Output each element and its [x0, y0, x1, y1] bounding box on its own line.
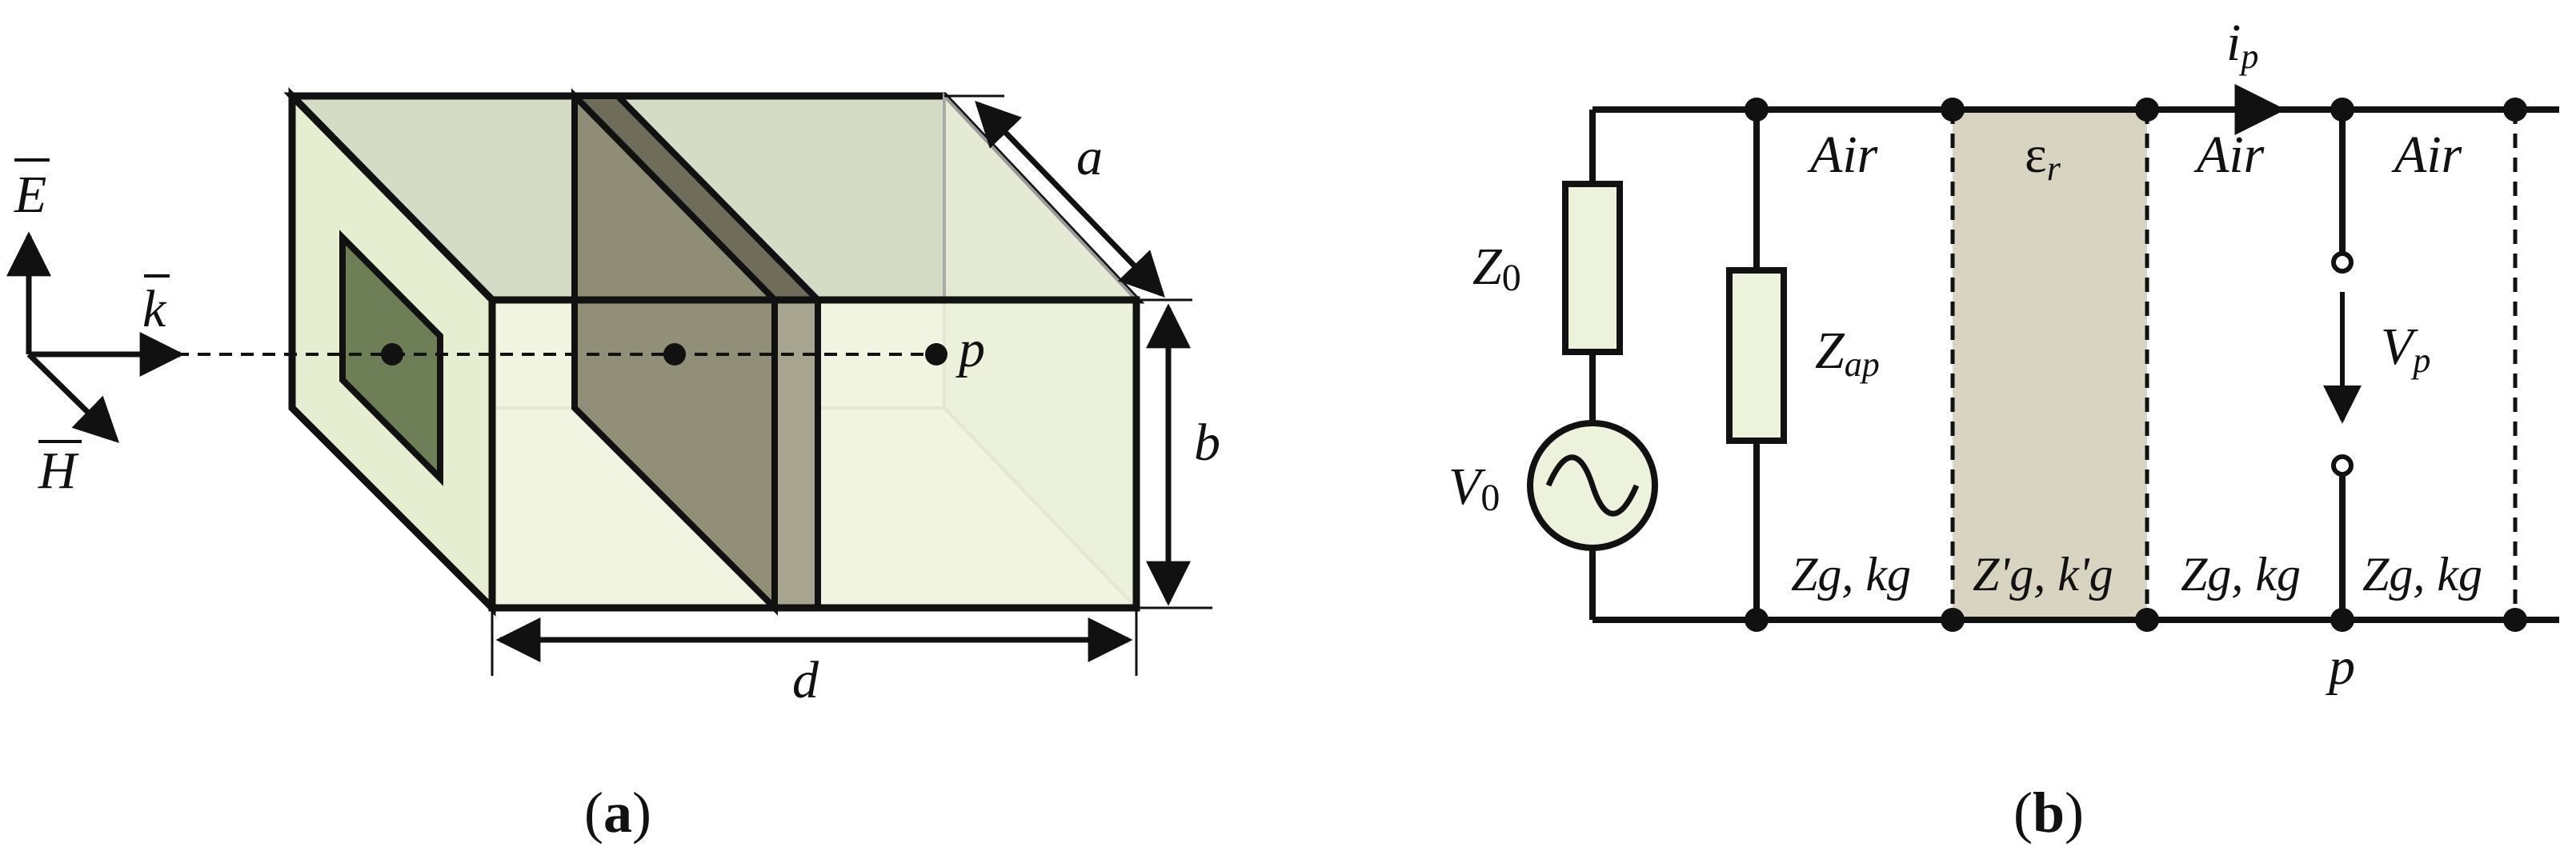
label-zk-4: Zg, kg [2362, 548, 2482, 601]
junction-dot [1941, 608, 1965, 632]
panel-a: p E k H a b d (a) [6, 86, 1220, 845]
sine-icon [1545, 454, 1640, 517]
label-zk-3: Zg, kg [2181, 548, 2301, 601]
label-d: d [792, 651, 819, 709]
label-air-1: Air [1807, 126, 1878, 184]
junction-dot [2503, 98, 2527, 122]
label-a: a [1076, 128, 1103, 186]
caption-b: (b) [2013, 781, 2084, 845]
junction-dot [2503, 608, 2527, 632]
z0-resistor [1562, 181, 1623, 355]
junction-dot [1745, 608, 1769, 632]
label-b: b [1194, 414, 1220, 472]
label-vp: Vp [2381, 318, 2430, 380]
label-E: E [14, 166, 46, 224]
label-epsilon: εr [2025, 126, 2061, 188]
label-air-2: Air [2193, 126, 2265, 184]
junction-dot [2330, 608, 2354, 632]
caption-a: (a) [584, 781, 651, 845]
junction-dot [1941, 98, 1965, 122]
point-p [925, 343, 947, 366]
junction-dot [1745, 98, 1769, 122]
label-air-3: Air [2391, 126, 2462, 184]
dielectric-section [1953, 110, 2147, 620]
probe-terminal-bottom [2331, 454, 2354, 477]
dielectric-slab-front [771, 297, 821, 611]
junction-dot [2135, 608, 2159, 632]
aperture-point [381, 343, 403, 366]
label-v0: V0 [1448, 457, 1500, 519]
panel-b: Z0 V0 Zap Vp ip [1448, 14, 2559, 845]
label-p-b: p [2326, 637, 2355, 696]
junction-dots [1745, 98, 2527, 632]
zap-resistor [1726, 267, 1787, 444]
probe-terminal-top [2331, 251, 2354, 274]
slab-point [663, 343, 686, 366]
label-z0: Z0 [1472, 238, 1521, 299]
label-zk-1: Zg, kg [1791, 548, 1911, 601]
label-zap: Zap [1815, 322, 1880, 384]
label-ip: ip [2226, 14, 2258, 76]
label-zk-2: Z'g, k'g [1973, 548, 2113, 601]
junction-dot [2135, 98, 2159, 122]
dim-a-arrow [975, 100, 1165, 298]
label-H: H [38, 441, 79, 500]
field-coordinate-axes: E k H [6, 158, 185, 500]
h-field-arrow [26, 352, 119, 443]
label-k: k [142, 280, 167, 338]
junction-dot [2330, 98, 2354, 122]
label-p-a: p [955, 320, 985, 378]
